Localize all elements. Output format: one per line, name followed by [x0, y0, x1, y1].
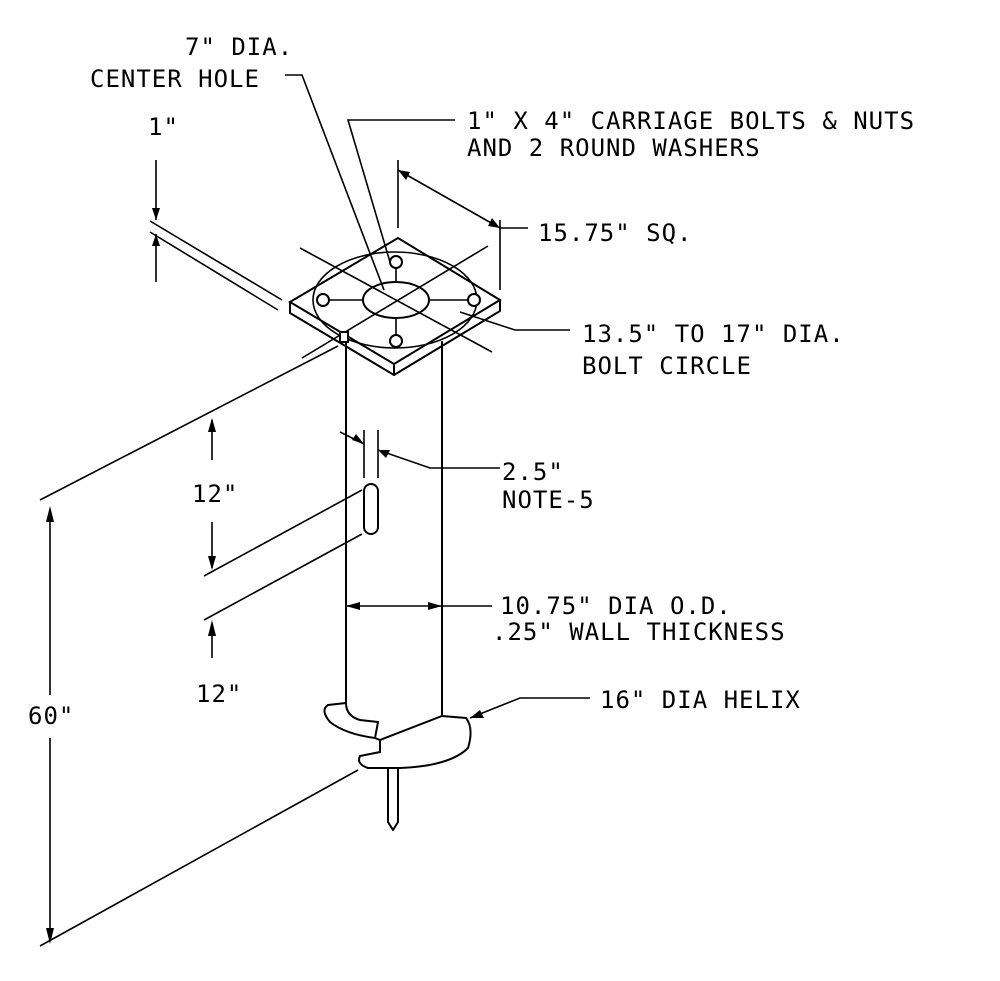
slot-width-dimension	[339, 430, 500, 478]
bolt-circle-leader	[459, 311, 570, 331]
plate-thickness-dimension	[149, 160, 283, 311]
center-hole-label-line1: 7" DIA.	[185, 33, 293, 61]
total-length-dimension	[39, 345, 359, 947]
center-hole-label-line2: CENTER HOLE	[90, 65, 260, 93]
total-length-label: 60"	[28, 702, 74, 730]
center-hole-leader	[285, 74, 385, 291]
slot-lower-dimension	[203, 533, 363, 658]
bolts-leader	[346, 119, 455, 263]
bolts-label-line1: 1" X 4" CARRIAGE BOLTS & NUTS	[467, 107, 915, 135]
bolts-label-line2: AND 2 ROUND WASHERS	[467, 134, 761, 162]
bolt-circle-label-line1: 13.5" TO 17" DIA.	[582, 320, 845, 348]
bolt-circle-label-line2: BOLT CIRCLE	[582, 352, 752, 380]
slot-upper-label: 12"	[192, 480, 238, 508]
plate-thickness-label: 1"	[148, 113, 179, 141]
plate-size-dimension	[397, 160, 528, 290]
slot-lower-label: 12"	[196, 680, 242, 708]
helix-plate	[323, 701, 472, 769]
pipe-diameter-label-line2: .25" WALL THICKNESS	[492, 618, 786, 646]
pipe-slot	[363, 483, 379, 535]
base-plate	[288, 236, 502, 376]
pipe-diameter-label-line1: 10.75" DIA O.D.	[500, 592, 732, 620]
helix-label: 16" DIA HELIX	[600, 686, 801, 714]
pipe-shaft	[345, 339, 443, 719]
plate-size-label: 15.75" SQ.	[538, 219, 693, 247]
pipe-diameter-dimension	[346, 602, 492, 610]
lead-point	[387, 767, 399, 831]
slot-width-label-line1: 2.5"	[502, 458, 564, 486]
slot-upper-dimension	[203, 418, 363, 577]
slot-width-label-line2: NOTE-5	[502, 486, 595, 514]
helix-leader	[469, 697, 590, 719]
